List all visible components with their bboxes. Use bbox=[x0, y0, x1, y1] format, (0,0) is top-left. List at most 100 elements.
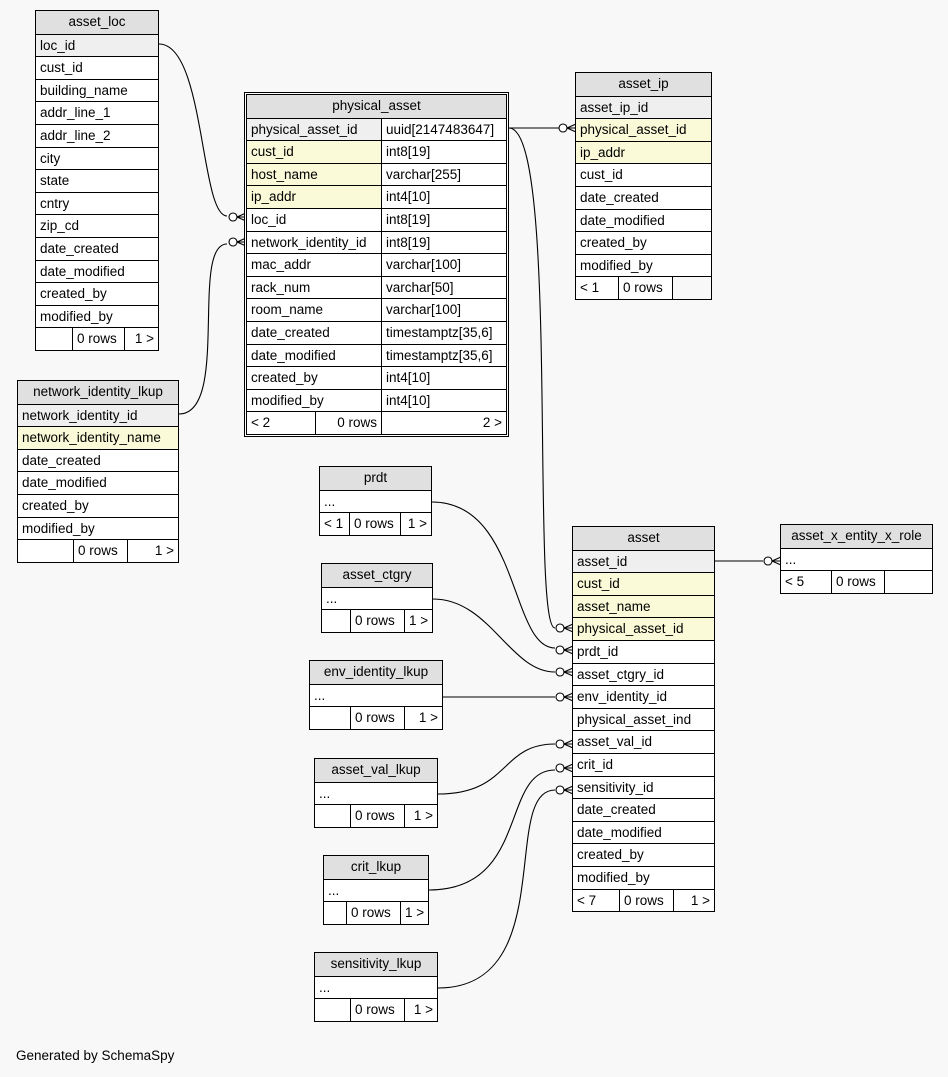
column-row[interactable]: date_created bbox=[576, 185, 711, 209]
table-title: asset_x_entity_x_role bbox=[781, 525, 932, 548]
column-row[interactable]: ... bbox=[315, 975, 437, 999]
column-row[interactable]: asset_name bbox=[573, 594, 714, 618]
column-row[interactable]: cust_id bbox=[36, 56, 158, 79]
row-count: 0 rows bbox=[350, 805, 404, 827]
child-count-link: 1 > bbox=[404, 610, 432, 632]
crowfoot-marker bbox=[228, 237, 247, 247]
column-row[interactable]: modified_by bbox=[573, 865, 714, 889]
column-row[interactable]: cust_id bbox=[573, 572, 714, 595]
column-row[interactable]: modified_by bbox=[36, 304, 158, 328]
table-asset_ctgry[interactable]: asset_ctgry ... 0 rows 1 > bbox=[321, 563, 433, 633]
column-row[interactable]: physical_asset_id bbox=[573, 617, 714, 640]
column-row[interactable]: network_identity_id bbox=[18, 403, 178, 427]
row-count: 0 rows bbox=[73, 540, 127, 562]
column-row[interactable]: city bbox=[36, 146, 158, 170]
column-row[interactable]: created_by bbox=[18, 493, 178, 517]
table-footer: < 1 0 rows 1 > bbox=[320, 512, 431, 535]
child-count-link: 1 > bbox=[400, 513, 431, 535]
column-row[interactable]: date_modified bbox=[18, 471, 178, 494]
column-row[interactable]: created_by bbox=[576, 231, 711, 254]
column-row[interactable]: addr_line_2 bbox=[36, 123, 158, 147]
column-row[interactable]: date_created bbox=[18, 448, 178, 472]
column-row[interactable]: physical_asset_id bbox=[576, 118, 711, 141]
column-row[interactable]: created_by bbox=[573, 843, 714, 866]
table-network_identity_lkup[interactable]: network_identity_lkup network_identity_i… bbox=[17, 380, 179, 563]
column-row[interactable]: asset_id bbox=[573, 549, 714, 573]
table-title: asset bbox=[573, 527, 714, 550]
table-asset_loc[interactable]: asset_loc loc_id cust_id building_name a… bbox=[35, 10, 159, 351]
row-count: 0 rows bbox=[619, 889, 673, 912]
column-row[interactable]: physical_asset_ind bbox=[573, 707, 714, 731]
edge-crit-asset bbox=[428, 769, 556, 891]
column-row[interactable]: asset_ctgry_id bbox=[573, 662, 714, 686]
column-row[interactable]: addr_line_1 bbox=[36, 101, 158, 124]
parent-count-link: < 5 bbox=[785, 574, 805, 590]
table-footer: < 1 0 rows bbox=[576, 276, 711, 299]
column-row[interactable]: ... bbox=[324, 878, 428, 902]
child-count-link: 1 > bbox=[404, 707, 442, 729]
table-crit_lkup[interactable]: crit_lkup ... 0 rows 1 > bbox=[323, 855, 429, 925]
column-row[interactable]: date_created bbox=[36, 236, 158, 260]
column-row[interactable]: date_modified bbox=[36, 259, 158, 283]
crowfoot-marker bbox=[555, 667, 574, 677]
row-count: 0 rows bbox=[315, 412, 381, 434]
crowfoot-marker bbox=[558, 123, 577, 133]
column-row[interactable]: building_name bbox=[36, 78, 158, 102]
column-row[interactable]: modified_by bbox=[576, 253, 711, 277]
column-row[interactable]: cust_id bbox=[576, 163, 711, 186]
column-row[interactable]: prdt_id bbox=[573, 639, 714, 663]
column-row[interactable]: sensitivity_id bbox=[573, 775, 714, 799]
parent-count-link: < 2 bbox=[251, 415, 271, 431]
edge-sensitivity-asset bbox=[437, 789, 556, 989]
column-row[interactable]: state bbox=[36, 169, 158, 192]
table-prdt[interactable]: prdt ... < 1 0 rows 1 > bbox=[319, 466, 432, 536]
column-row[interactable]: ... bbox=[320, 489, 431, 513]
column-row[interactable]: crit_id bbox=[573, 752, 714, 776]
table-asset_val_lkup[interactable]: asset_val_lkup ... 0 rows 1 > bbox=[314, 758, 438, 828]
row-count: 0 rows bbox=[618, 277, 672, 299]
table-footer: < 2 0 rows 2 > bbox=[247, 411, 506, 434]
table-sensitivity_lkup[interactable]: sensitivity_lkup ... 0 rows 1 > bbox=[314, 952, 438, 1022]
table-footer: 0 rows 1 > bbox=[36, 327, 158, 350]
column-row[interactable]: ... bbox=[781, 547, 932, 571]
column-row[interactable]: ... bbox=[322, 586, 432, 610]
table-title: asset_loc bbox=[36, 11, 158, 34]
column-row[interactable]: ... bbox=[315, 781, 437, 805]
column-row[interactable]: asset_ip_id bbox=[576, 95, 711, 119]
column-row[interactable]: ... bbox=[310, 683, 442, 707]
column-row[interactable]: network_identity_name bbox=[18, 426, 178, 449]
column-row[interactable]: ip_addr bbox=[576, 140, 711, 164]
column-row[interactable]: loc_id bbox=[36, 33, 158, 57]
column-row[interactable]: created_by bbox=[36, 282, 158, 305]
column-row[interactable]: date_created bbox=[573, 798, 714, 821]
table-asset[interactable]: asset asset_id cust_id asset_name physic… bbox=[572, 526, 715, 913]
table-env_identity_lkup[interactable]: env_identity_lkup ... 0 rows 1 > bbox=[309, 660, 443, 730]
table-footer: 0 rows 1 > bbox=[315, 998, 437, 1021]
column-row[interactable]: date_modified bbox=[573, 820, 714, 844]
column-row[interactable]: date_modified bbox=[576, 208, 711, 232]
table-asset_x_entity_x_role[interactable]: asset_x_entity_x_role ... < 5 0 rows bbox=[780, 524, 933, 594]
table-title: crit_lkup bbox=[324, 856, 428, 879]
column-row[interactable]: modified_by bbox=[18, 516, 178, 540]
column-row[interactable]: asset_val_id bbox=[573, 730, 714, 753]
column-row[interactable]: env_identity_id bbox=[573, 685, 714, 708]
table-asset_ip[interactable]: asset_ip asset_ip_id physical_asset_id i… bbox=[575, 72, 712, 300]
column-row[interactable]: cntry bbox=[36, 191, 158, 215]
parent-count-link: < 1 bbox=[580, 280, 600, 296]
column-row[interactable]: zip_cd bbox=[36, 214, 158, 237]
